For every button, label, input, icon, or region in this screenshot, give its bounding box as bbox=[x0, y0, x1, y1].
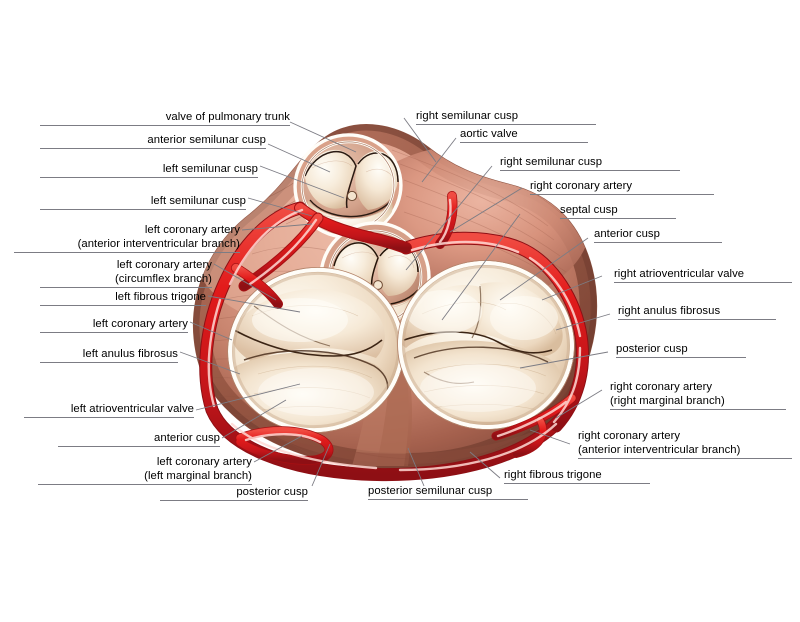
label-posterior-cusp-right: posterior cusp bbox=[616, 343, 746, 359]
label-left-semilunar-cusp-2: left semilunar cusp bbox=[40, 195, 246, 211]
label-right-anulus-fibrosus: right anulus fibrosus bbox=[618, 305, 776, 321]
label-left-coronary-artery-anterior-interventricular-branch: left coronary artery (anterior intervent… bbox=[14, 224, 240, 253]
label-line: left anulus fibrosus bbox=[40, 348, 178, 364]
label-line: left fibrous trigone bbox=[40, 291, 206, 307]
label-line: anterior cusp bbox=[594, 228, 722, 244]
right-coronary-artery bbox=[400, 232, 588, 432]
label-left-coronary-artery-left-marginal-branch: left coronary artery (left marginal bran… bbox=[38, 456, 252, 485]
label-line: posterior cusp bbox=[160, 486, 308, 502]
label-right-coronary-artery-anterior-interventricular-branch: right coronary artery (anterior interven… bbox=[578, 430, 792, 459]
label-anterior-cusp-left: anterior cusp bbox=[58, 432, 220, 448]
right-anulus-fibrosus bbox=[398, 260, 574, 430]
label-line: left atrioventricular valve bbox=[24, 403, 194, 419]
label-right-coronary-artery-right-marginal-branch: right coronary artery (right marginal br… bbox=[610, 381, 786, 410]
label-valve-of-pulmonary-trunk: valve of pulmonary trunk bbox=[40, 111, 290, 127]
left-coronary-artery-left-marginal-branch bbox=[236, 427, 333, 465]
label-line: left semilunar cusp bbox=[40, 163, 258, 179]
label-line: posterior semilunar cusp bbox=[368, 485, 528, 501]
label-left-anulus-fibrosus: left anulus fibrosus bbox=[40, 348, 178, 364]
label-line: right coronary artery bbox=[578, 430, 681, 442]
label-line: (circumflex branch) bbox=[40, 273, 212, 288]
label-aortic-valve: aortic valve bbox=[460, 128, 588, 144]
label-anterior-cusp-right: anterior cusp bbox=[594, 228, 722, 244]
label-septal-cusp: septal cusp bbox=[560, 204, 676, 220]
label-left-semilunar-cusp-1: left semilunar cusp bbox=[40, 163, 258, 179]
label-line: left semilunar cusp bbox=[40, 195, 246, 211]
label-line: anterior cusp bbox=[58, 432, 220, 448]
label-left-fibrous-trigone: left fibrous trigone bbox=[40, 291, 206, 307]
label-posterior-semilunar-cusp: posterior semilunar cusp bbox=[368, 485, 528, 501]
label-left-atrioventricular-valve: left atrioventricular valve bbox=[24, 403, 194, 419]
label-line: septal cusp bbox=[560, 204, 676, 220]
label-line: (left marginal branch) bbox=[38, 470, 252, 485]
label-line: left coronary artery bbox=[144, 224, 240, 236]
valve-of-pulmonary-trunk bbox=[293, 130, 403, 239]
label-line: left coronary artery bbox=[116, 259, 212, 271]
coronary-arteries bbox=[199, 191, 589, 482]
label-posterior-cusp-left: posterior cusp bbox=[160, 486, 308, 502]
label-line: anterior semilunar cusp bbox=[40, 134, 266, 150]
label-line: right coronary artery bbox=[610, 381, 713, 393]
label-line: right semilunar cusp bbox=[416, 110, 596, 126]
label-right-coronary-artery: right coronary artery bbox=[530, 180, 714, 196]
leader-lines bbox=[179, 117, 611, 487]
label-line: valve of pulmonary trunk bbox=[40, 111, 290, 127]
label-right-atrioventricular-valve: right atrioventricular valve bbox=[614, 268, 792, 284]
label-anterior-semilunar-cusp: anterior semilunar cusp bbox=[40, 134, 266, 150]
label-line: aortic valve bbox=[460, 128, 588, 144]
label-line: right anulus fibrosus bbox=[618, 305, 776, 321]
label-line: (anterior interventricular branch) bbox=[578, 444, 792, 459]
right-atrioventricular-valve bbox=[397, 260, 575, 430]
label-line: right fibrous trigone bbox=[504, 469, 650, 485]
label-line: left coronary artery bbox=[40, 318, 188, 334]
label-right-semilunar-cusp-pulmonary: right semilunar cusp bbox=[416, 110, 596, 126]
label-left-coronary-artery: left coronary artery bbox=[40, 318, 188, 334]
label-right-fibrous-trigone: right fibrous trigone bbox=[504, 469, 650, 485]
label-right-semilunar-cusp-aortic: right semilunar cusp bbox=[500, 156, 680, 172]
label-left-coronary-artery-circumflex-branch: left coronary artery (circumflex branch) bbox=[40, 259, 212, 288]
label-line: right coronary artery bbox=[530, 180, 714, 196]
label-line: posterior cusp bbox=[616, 343, 746, 359]
label-line: right atrioventricular valve bbox=[614, 268, 792, 284]
label-line: (anterior interventricular branch) bbox=[14, 238, 240, 253]
label-line: left coronary artery bbox=[156, 456, 252, 468]
label-line: right semilunar cusp bbox=[500, 156, 680, 172]
label-line: (right marginal branch) bbox=[610, 395, 786, 410]
